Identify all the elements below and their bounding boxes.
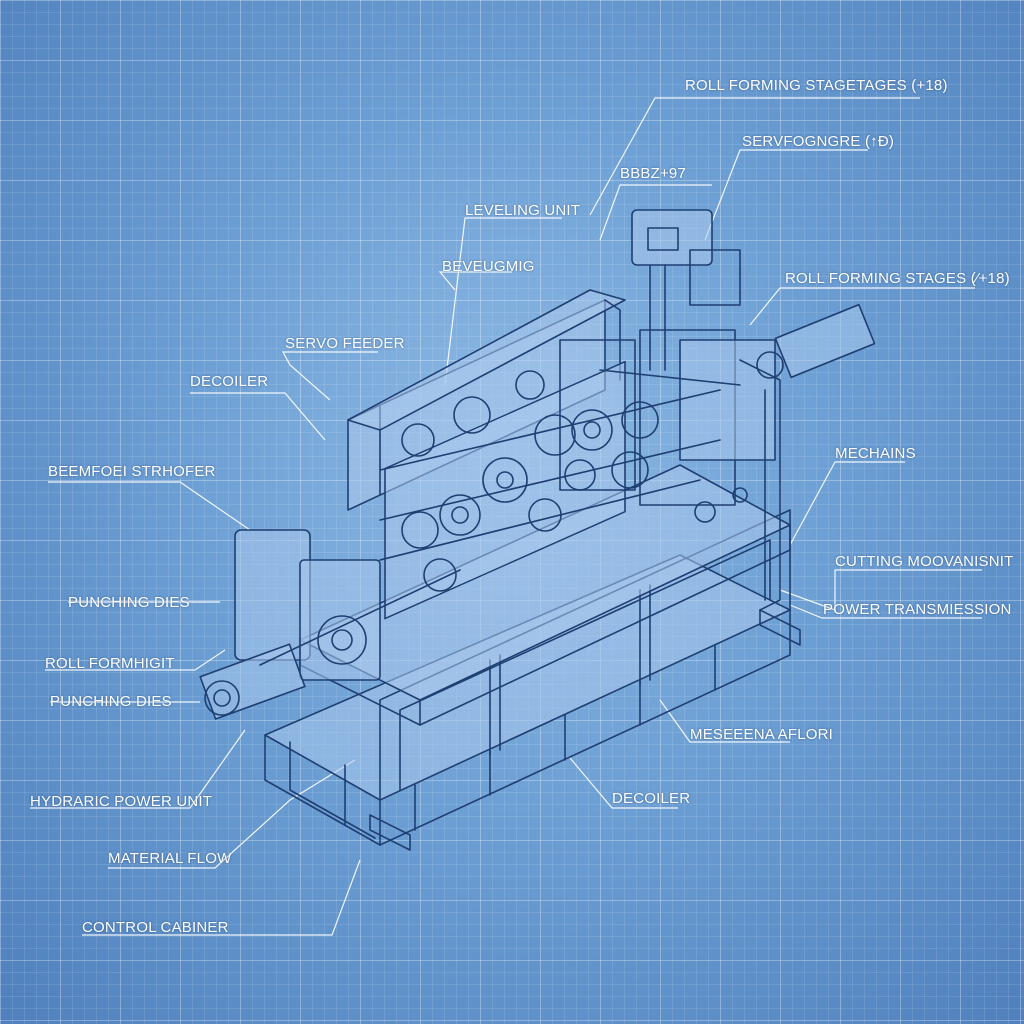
leader-lines xyxy=(30,97,982,936)
machine-frame xyxy=(199,209,876,851)
label-leveling-unit: LEVELING UNIT xyxy=(465,202,581,219)
label-servo-feeder: SERVO FEEDER xyxy=(285,335,405,352)
label-decoiler-left: DECOILER xyxy=(190,373,269,390)
label-hydraulic-power-unit: HYDRARIC POWER UNIT xyxy=(30,793,213,810)
label-roll-forming-stages-right: ROLL FORMING STAGES (⁄+18) xyxy=(785,270,1010,287)
label-bbb-code: BBBZ+97 xyxy=(620,165,687,182)
label-mechanism: MECHAINS xyxy=(835,445,916,462)
label-decoiler-bottom: DECOILER xyxy=(612,790,691,807)
label-servo-engine: SERVFOGNGRE (↑Ð) xyxy=(742,133,895,150)
label-roll-formight: ROLL FORMHIGIT xyxy=(45,655,175,672)
label-material-flow: MATERIAL FLOW xyxy=(108,850,232,867)
label-punching-dies-1: PUNCHING DIES xyxy=(68,594,190,611)
label-power-transmission: POWER TRANSMIESSION xyxy=(823,601,1012,618)
gear-train xyxy=(379,369,741,592)
label-beemfoel-stripper: BEEMFOEI STRHOFER xyxy=(48,463,216,480)
label-meseeena-aport: MESEEENA AFLORI xyxy=(690,726,834,743)
label-cutting-movement: CUTTING MOOVANISNIT xyxy=(835,553,1014,570)
label-beveling: BEVEUGMIG xyxy=(442,258,535,275)
label-punching-dies-2: PUNCHING DIES xyxy=(50,693,172,710)
label-control-cabinet: CONTROL CABINER xyxy=(82,919,229,936)
label-roll-forming-stages-top: ROLL FORMING STAGETAGES (+18) xyxy=(685,77,948,94)
